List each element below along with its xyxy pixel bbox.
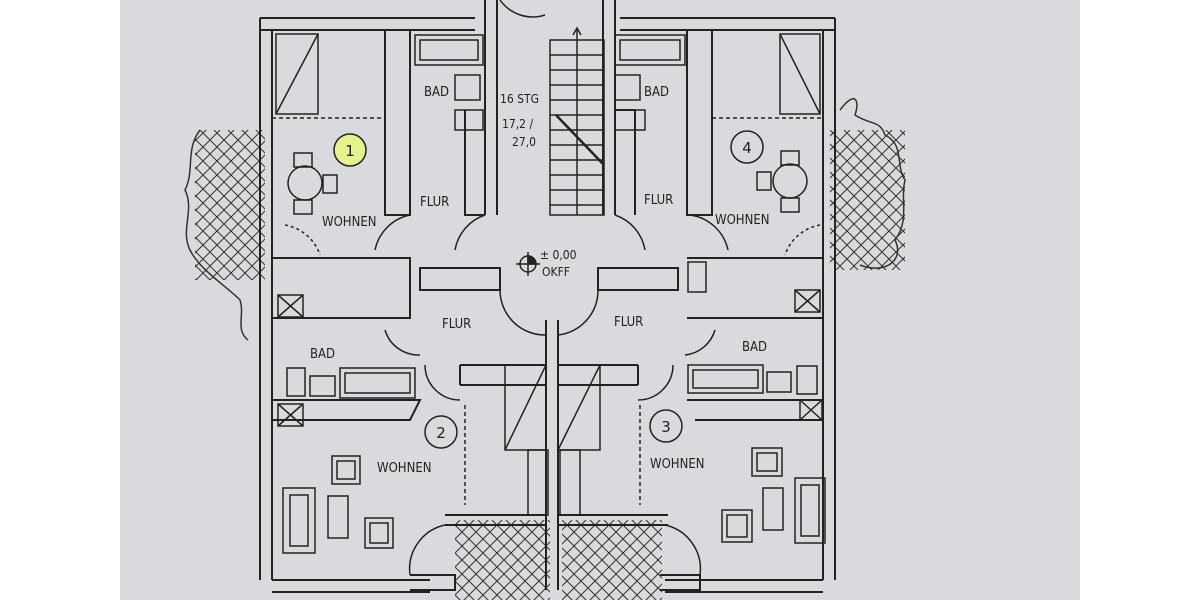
- room-label-wohnen-3: WOHNEN: [650, 457, 704, 472]
- terrace-left: [195, 130, 265, 280]
- room-label-flur-4: FLUR: [644, 193, 673, 208]
- svg-text:1: 1: [345, 142, 355, 160]
- staircase: [549, 26, 605, 216]
- stair-steps-label: 16 STG: [500, 92, 539, 106]
- stair-ratio-bottom: 27,0: [512, 135, 536, 149]
- room-label-bad-3: BAD: [742, 340, 767, 355]
- storage-boxes: [272, 33, 823, 516]
- unit-number-2: 2: [424, 415, 458, 449]
- room-label-wohnen-2: WOHNEN: [377, 461, 431, 476]
- unit-number-4: 4: [730, 130, 764, 164]
- svg-text:4: 4: [742, 139, 752, 157]
- level-value-label: ± 0,00: [540, 248, 577, 262]
- room-label-flur-3: FLUR: [614, 315, 643, 330]
- room-label-bad-2: BAD: [310, 347, 335, 362]
- unit-number-1: 1: [333, 133, 367, 167]
- room-label-bad-4: BAD: [644, 85, 669, 100]
- shrub-outline-right: [839, 98, 906, 269]
- entrance-hatch-right: [562, 520, 662, 600]
- entrance-hatch-left: [455, 520, 550, 600]
- stair-ratio-top: 17,2 /: [502, 117, 533, 131]
- room-label-wohnen-4: WOHNEN: [715, 213, 769, 228]
- unit-number-3: 3: [649, 409, 683, 443]
- svg-text:2: 2: [436, 424, 446, 442]
- door-swings: [284, 0, 821, 576]
- shrub-outline-left: [184, 129, 249, 341]
- svg-text:3: 3: [661, 418, 671, 436]
- room-label-bad-1: BAD: [424, 85, 449, 100]
- bathroom-fixtures: [286, 34, 818, 399]
- furniture: [282, 150, 826, 554]
- terrace-right: [830, 130, 905, 270]
- level-reference-label: OKFF: [542, 265, 570, 279]
- room-label-flur-1: FLUR: [420, 195, 449, 210]
- room-label-flur-2: FLUR: [442, 317, 471, 332]
- level-marker-symbol: [516, 252, 540, 276]
- room-label-wohnen-1: WOHNEN: [322, 215, 376, 230]
